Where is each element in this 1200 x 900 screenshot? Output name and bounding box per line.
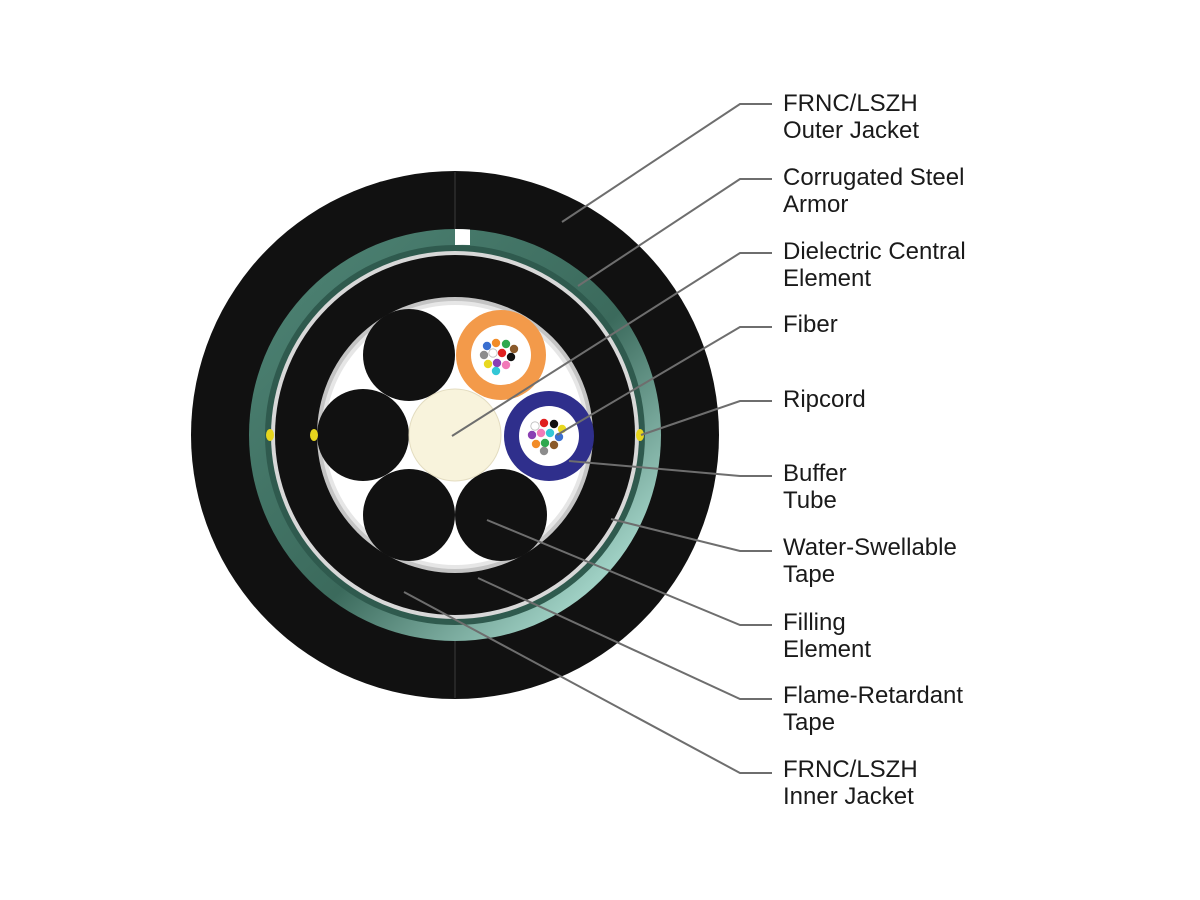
fiber <box>554 432 564 442</box>
fiber <box>491 366 501 376</box>
buffer-tube-orange <box>456 310 546 400</box>
callout-labels: FRNC/LSZH Outer Jacket Corrugated Steel … <box>783 90 972 810</box>
fiber <box>539 446 549 456</box>
fiber <box>531 439 541 449</box>
label-inner-jacket: FRNC/LSZH Inner Jacket <box>783 756 924 810</box>
fiber <box>492 358 502 368</box>
leader-lines <box>403 103 772 774</box>
fiber <box>549 419 559 429</box>
label-corrugated-steel-armor: Corrugated Steel Armor <box>783 164 971 218</box>
label-buffer-tube: Buffer Tube <box>783 460 853 514</box>
label-fiber: Fiber <box>783 311 838 338</box>
fiber <box>501 339 511 349</box>
fiber <box>549 440 559 450</box>
filling-element <box>317 389 409 481</box>
leader-fiber <box>556 326 772 436</box>
label-water-swellable-tape: Water-Swellable Tape <box>783 534 964 588</box>
leader-armor <box>577 178 772 287</box>
leader-buffer-tube <box>568 460 772 477</box>
fiber <box>483 359 493 369</box>
fiber <box>536 428 546 438</box>
label-outer-jacket: FRNC/LSZH Outer Jacket <box>783 90 924 144</box>
leader-water-swellable-tape <box>610 518 772 552</box>
fiber <box>509 344 519 354</box>
leader-inner-jacket <box>403 591 772 774</box>
fiber <box>539 418 549 428</box>
filling-element <box>363 309 455 401</box>
fiber <box>530 421 540 431</box>
fiber <box>506 352 516 362</box>
leader-central-element <box>451 252 772 437</box>
buffer-tube <box>504 391 594 481</box>
fiber <box>497 348 507 358</box>
label-filling-element: Filling Element <box>783 609 871 663</box>
leader-outer-jacket <box>561 103 772 223</box>
fiber <box>479 350 489 360</box>
fiber <box>488 348 498 358</box>
leader-flame-retardant-tape <box>477 577 772 700</box>
fiber <box>482 341 492 351</box>
fiber <box>527 430 537 440</box>
armor-overlap-gap <box>455 228 470 245</box>
label-dielectric-central-element: Dielectric Central Element <box>783 238 972 292</box>
leader-ripcord <box>640 400 772 436</box>
label-flame-retardant-tape: Flame-Retardant Tape <box>783 682 970 736</box>
fiber <box>540 438 550 448</box>
fiber <box>501 360 511 370</box>
filling-element <box>455 469 547 561</box>
label-ripcord: Ripcord <box>783 386 866 413</box>
fiber <box>491 338 501 348</box>
filling-element <box>363 469 455 561</box>
ripcord <box>266 429 644 441</box>
leader-filling-element <box>486 519 772 626</box>
fiber <box>545 428 555 438</box>
